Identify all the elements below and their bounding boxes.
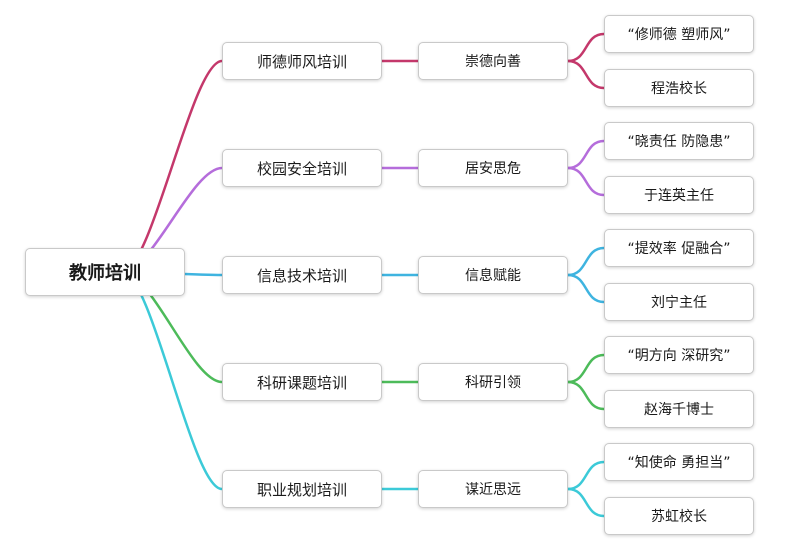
theme-node-research: 科研引领: [418, 363, 568, 401]
leader-connector: [566, 273, 606, 304]
slogan-label: “提效率 促融合”: [627, 241, 731, 257]
leader-node-research: 赵海千博士: [604, 390, 754, 428]
theme-label: 崇德向善: [465, 54, 521, 70]
leader-label: 刘宁主任: [651, 295, 707, 311]
branch-label: 师德师风培训: [256, 52, 347, 71]
theme-label: 谋近思远: [465, 482, 521, 498]
slogan-node-safety: “晓责任 防隐患”: [604, 122, 754, 160]
root-label: 教师培训: [69, 263, 141, 284]
leader-label: 于连英主任: [644, 188, 714, 204]
slogan-label: “晓责任 防隐患”: [627, 134, 731, 150]
branch-node-ethics: 师德师风培训: [222, 42, 382, 80]
slogan-node-it: “提效率 促融合”: [604, 229, 754, 267]
slogan-connector: [566, 32, 606, 63]
theme-label: 信息赋能: [465, 268, 521, 284]
branch-node-research: 科研课题培训: [222, 363, 382, 401]
theme-label: 居安思危: [465, 161, 521, 177]
leader-connector: [566, 166, 606, 197]
branch-label: 信息技术培训: [256, 266, 347, 285]
branch-node-safety: 校园安全培训: [222, 149, 382, 187]
branch-label: 科研课题培训: [256, 373, 347, 392]
leader-node-it: 刘宁主任: [604, 283, 754, 321]
slogan-label: “明方向 深研究”: [627, 348, 731, 364]
leader-node-ethics: 程浩校长: [604, 69, 754, 107]
theme-node-it: 信息赋能: [418, 256, 568, 294]
leader-label: 苏虹校长: [651, 509, 707, 525]
branch-label: 职业规划培训: [256, 480, 347, 499]
leader-label: 赵海千博士: [644, 402, 714, 418]
slogan-node-ethics: “修师德 塑师风”: [604, 15, 754, 53]
branch-node-career: 职业规划培训: [222, 470, 382, 508]
slogan-connector: [566, 460, 606, 491]
root-node: 教师培训: [25, 248, 185, 296]
theme-label: 科研引领: [465, 375, 521, 391]
leader-connector: [566, 380, 606, 411]
leader-connector: [566, 487, 606, 518]
leader-connector: [566, 59, 606, 90]
slogan-node-career: “知使命 勇担当”: [604, 443, 754, 481]
theme-node-career: 谋近思远: [418, 470, 568, 508]
theme-node-ethics: 崇德向善: [418, 42, 568, 80]
branch-node-it: 信息技术培训: [222, 256, 382, 294]
leader-label: 程浩校长: [651, 81, 707, 97]
leader-node-safety: 于连英主任: [604, 176, 754, 214]
theme-node-safety: 居安思危: [418, 149, 568, 187]
slogan-node-research: “明方向 深研究”: [604, 336, 754, 374]
slogan-connector: [566, 139, 606, 170]
leader-node-career: 苏虹校长: [604, 497, 754, 535]
slogan-label: “知使命 勇担当”: [627, 455, 731, 471]
slogan-label: “修师德 塑师风”: [627, 27, 731, 43]
slogan-connector: [566, 246, 606, 277]
branch-label: 校园安全培训: [256, 159, 347, 178]
slogan-connector: [566, 353, 606, 384]
